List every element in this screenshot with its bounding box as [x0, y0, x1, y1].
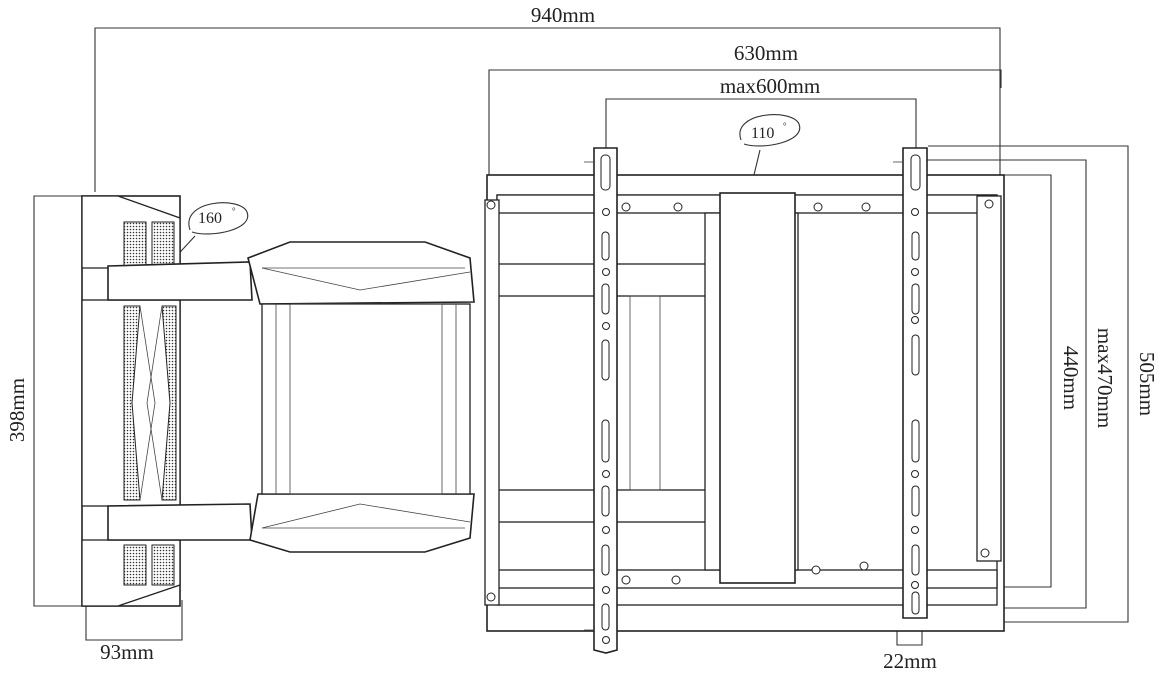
- mid-mesh-left: [123, 305, 141, 501]
- dim-label-398: 398mm: [5, 378, 29, 442]
- swivel-arrow-icon: [188, 202, 249, 235]
- dim-label-440: 440mm: [1059, 346, 1083, 410]
- vesa-arm-right: [893, 147, 928, 619]
- right-post: [976, 195, 1002, 562]
- center-tilt-plate: [719, 192, 796, 584]
- bottom-mesh-right: [151, 544, 175, 586]
- dim-line-93: [85, 600, 183, 641]
- tilt-angle: 110 °: [739, 114, 801, 147]
- tilt-angle-label: 110: [751, 125, 774, 142]
- mid-bevel-right: [146, 305, 163, 501]
- dim-label-940: 940mm: [531, 3, 595, 27]
- wall-plate: [81, 195, 181, 607]
- swivel-degree: °: [232, 206, 236, 216]
- scissor-frame: [261, 303, 471, 495]
- dim-label-600: max600mm: [720, 74, 820, 98]
- articulating-arms: [107, 241, 475, 553]
- mid-post-left: [704, 212, 722, 571]
- dim-line-470: [925, 159, 1087, 609]
- mid-bevel-left: [139, 305, 156, 501]
- tilt-degree: °: [783, 121, 787, 131]
- mid-mesh-right: [161, 305, 177, 501]
- left-post: [484, 199, 500, 606]
- dim-line-398: [33, 195, 90, 607]
- bottom-mesh-left: [123, 544, 147, 586]
- upper-arm-link: [107, 261, 253, 301]
- vesa-arm-left: [584, 147, 618, 654]
- upper-arm-joint: [247, 241, 475, 305]
- top-mesh-left: [123, 221, 147, 267]
- swivel-angle: 160 °: [188, 202, 249, 235]
- vesa-arm-right-body: [902, 147, 928, 619]
- dim-line-600: [605, 98, 917, 148]
- dim-line-630: [488, 69, 1002, 175]
- dim-label-505: 505mm: [1135, 352, 1159, 416]
- dim-label-93: 93mm: [100, 640, 154, 664]
- dim-label-470: max470mm: [1093, 328, 1117, 428]
- dim-line-505: [928, 145, 1129, 623]
- vesa-arm-left-body: [593, 147, 618, 654]
- swivel-angle-label: 160: [198, 210, 222, 227]
- tilt-arrow-icon: [739, 114, 801, 147]
- top-mesh-right: [151, 221, 175, 267]
- lower-arm-joint: [249, 493, 475, 553]
- dim-line-940: [94, 27, 1001, 192]
- dim-label-630: 630mm: [734, 41, 798, 65]
- dimension-labels: 940mm 630mm max600mm 93mm 22mm 398mm 440…: [5, 3, 1159, 673]
- dim-label-22: 22mm: [883, 649, 937, 673]
- lower-arm-link: [107, 503, 253, 541]
- dimension-lines: [33, 27, 1129, 646]
